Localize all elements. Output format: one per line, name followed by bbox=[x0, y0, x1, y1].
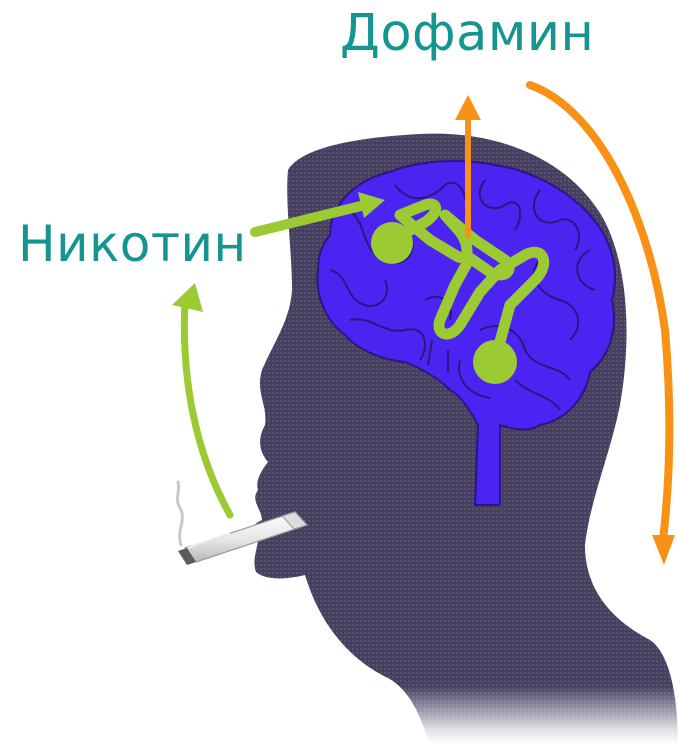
smoke-icon bbox=[177, 482, 182, 545]
nicotine-upward-arrowhead bbox=[172, 283, 203, 312]
nicotine-label: Никотин bbox=[18, 219, 247, 269]
dopamine-upward-arrowhead bbox=[455, 95, 481, 120]
dopamine-label: Дофамин bbox=[340, 8, 594, 59]
nicotine-upward-arrow bbox=[184, 300, 230, 515]
